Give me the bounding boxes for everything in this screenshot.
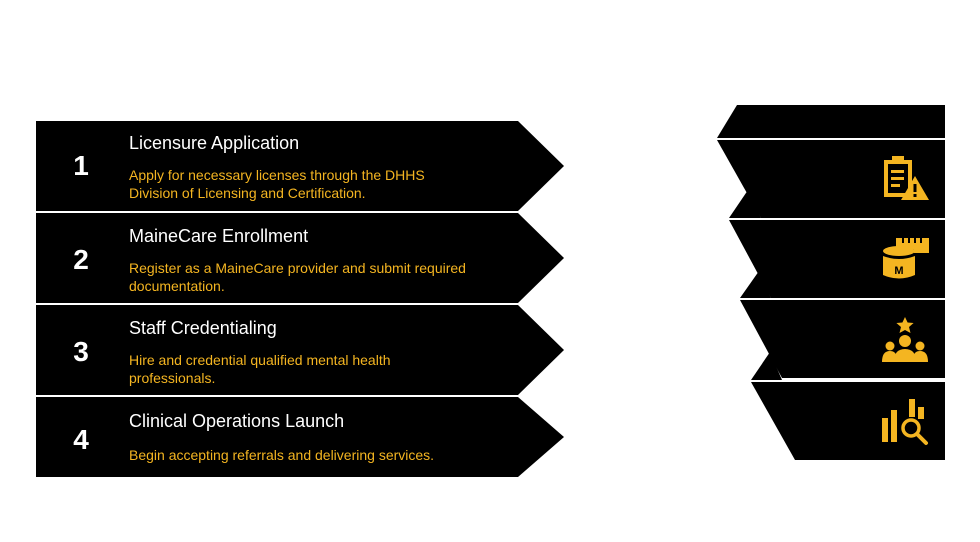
staircase-cap (717, 105, 945, 138)
step-panel-1: 1 Licensure Application Apply for necess… (36, 121, 564, 211)
step-panel-3: 3 Staff Credentialing Hire and credentia… (36, 305, 564, 395)
mainecare-jar-icon: M (883, 238, 929, 279)
step-title-4: Clinical Operations Launch (129, 411, 345, 431)
clipboard-warning-icon (884, 156, 929, 200)
jar-letter: M (894, 265, 903, 277)
staircase-notch-3 (751, 352, 782, 380)
staircase-notch-1 (729, 190, 761, 218)
step-description-3: Hire and credential qualified mental hea… (129, 352, 391, 386)
step-title-1: Licensure Application (129, 133, 300, 153)
step-title-2: MaineCare Enrollment (129, 226, 309, 246)
step-title-3: Staff Credentialing (129, 318, 277, 338)
step-panel-4: 4 Clinical Operations Launch Begin accep… (36, 397, 564, 477)
step-panel-2: 2 MaineCare Enrollment Register as a Mai… (36, 213, 564, 303)
team-star-icon (882, 317, 928, 362)
step-number-3: 3 (73, 336, 89, 367)
staircase-block-1 (717, 140, 945, 218)
step-number-2: 2 (73, 244, 89, 275)
staircase-notch-2 (740, 271, 771, 298)
step-number-4: 4 (73, 424, 89, 455)
step-number-1: 1 (73, 150, 89, 181)
step-description-1: Apply for necessary licenses through the… (129, 167, 425, 201)
analytics-search-icon (882, 399, 928, 445)
step-description-4: Begin accepting referrals and delivering… (129, 447, 435, 463)
staircase-block-2 (729, 220, 945, 298)
step-description-2: Register as a MaineCare provider and sub… (129, 260, 466, 294)
